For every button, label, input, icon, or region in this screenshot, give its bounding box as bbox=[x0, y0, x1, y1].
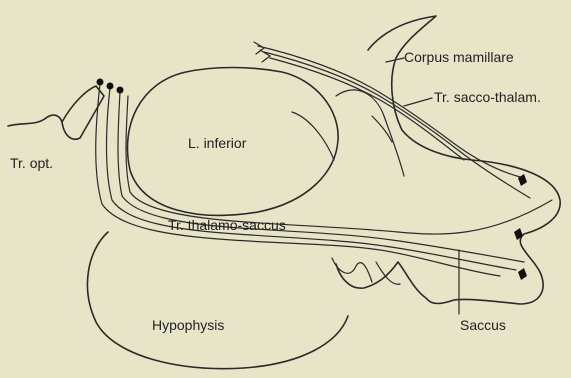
fiber-ending-bulb bbox=[107, 83, 114, 90]
tr-sacco-thalam-fibers bbox=[258, 46, 530, 198]
label-saccus: Saccus bbox=[460, 317, 506, 333]
label-tr-opt: Tr. opt. bbox=[10, 155, 53, 171]
fiber-ending-mark bbox=[518, 174, 527, 186]
fiber-ending-mark bbox=[518, 268, 527, 280]
leader-tr-sacco-thalam bbox=[404, 98, 432, 106]
tr-thalamo-saccus-fibers bbox=[96, 84, 552, 276]
optic-nerve-line bbox=[8, 115, 62, 126]
hypophysis-outline bbox=[87, 232, 348, 369]
arrowhead bbox=[254, 42, 264, 54]
label-l-inferior: L. inferior bbox=[188, 135, 247, 151]
fiber-ending-bulb bbox=[117, 87, 124, 94]
inner-curve-2 bbox=[292, 112, 334, 160]
label-hypophysis: Hypophysis bbox=[152, 317, 224, 333]
label-corpus-mamillare: Corpus mamillare bbox=[404, 49, 514, 65]
fiber-ending-bulb bbox=[97, 79, 104, 86]
label-tr-thalamo-saccus: Tr. thalamo-saccus bbox=[168, 217, 286, 233]
label-tr-sacco-thalam: Tr. sacco-thalam. bbox=[434, 89, 541, 105]
